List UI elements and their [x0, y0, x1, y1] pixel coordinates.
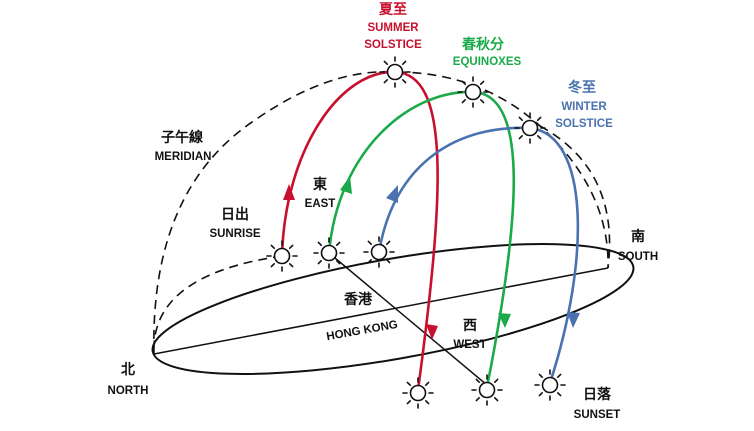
sunset-label-en: SUNSET	[574, 409, 621, 421]
horizon-ellipse	[151, 243, 635, 375]
sun-icon-summer-noon	[379, 56, 411, 88]
hong-kong-label-en: HONG KONG	[326, 319, 399, 343]
north-label-en: NORTH	[108, 385, 149, 397]
south-label-zh: 南	[631, 228, 645, 244]
north-south-line	[153, 267, 609, 355]
south-label-en: SOUTH	[618, 251, 658, 263]
rim-arc-left	[153, 255, 283, 355]
summer-label-en-2: SOLSTICE	[364, 39, 422, 51]
hong-kong-label-zh: 香港	[343, 291, 373, 307]
winter-label-en-2: SOLSTICE	[555, 118, 613, 130]
rim-arc-right	[539, 125, 611, 269]
sun-icon-equinox-noon	[457, 76, 489, 108]
sun-icon-equinox-sunset	[471, 374, 503, 406]
summer-solstice-path	[280, 70, 439, 391]
winter-arrow-down	[567, 312, 580, 328]
sunrise-label-en: SUNRISE	[209, 228, 260, 240]
summer-label-en-1: SUMMER	[367, 22, 419, 34]
sun-icon-equinox-sunrise	[313, 237, 345, 269]
winter-arrow-up	[386, 185, 398, 203]
equinox-label-en: EQUINOXES	[453, 56, 522, 68]
west-label-zh: 西	[463, 317, 477, 333]
east-label-en: EAST	[305, 198, 336, 210]
equinox-arrow-up	[340, 176, 352, 194]
east-west-line	[328, 252, 488, 386]
equinox-label-zh: 春秋分	[461, 36, 504, 52]
meridian-label-en: MERIDIAN	[155, 151, 212, 163]
summer-label-zh: 夏至	[379, 1, 407, 17]
sunrise-label-zh: 日出	[221, 206, 249, 222]
sun-icon-winter-noon	[514, 112, 546, 144]
east-label-zh: 東	[313, 176, 327, 192]
summer-arrow-down	[426, 324, 438, 340]
sun-icon-summer-sunset	[402, 377, 434, 409]
sun-icon-summer-sunrise	[266, 240, 298, 272]
west-label-en: WEST	[453, 339, 486, 351]
summer-arrow-up	[283, 184, 295, 200]
equinox-arrow-down	[498, 313, 511, 328]
meridian-label-zh: 子午線	[161, 129, 203, 145]
sun-icon-winter-sunrise	[363, 236, 395, 268]
winter-label-zh: 冬至	[568, 79, 596, 95]
sunset-label-zh: 日落	[583, 386, 612, 402]
sun-icon-winter-sunset	[534, 369, 566, 401]
north-label-zh: 北	[121, 361, 135, 377]
winter-label-en-1: WINTER	[561, 101, 607, 113]
